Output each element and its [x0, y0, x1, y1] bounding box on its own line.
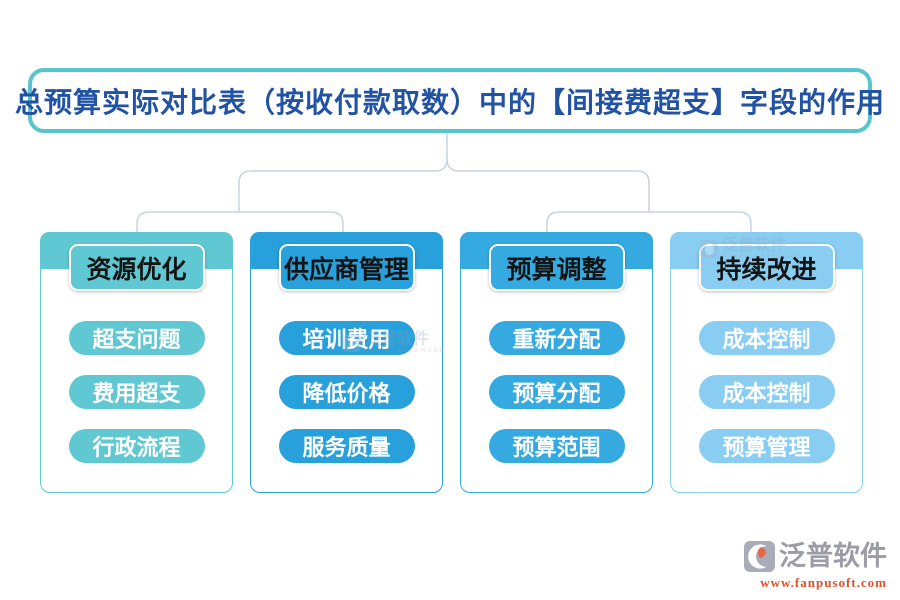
- fanpu-logo-icon: [744, 541, 775, 572]
- card-header-resource-optimization: 资源优化: [68, 244, 205, 291]
- card-header-budget-adjustment: 预算调整: [488, 244, 625, 291]
- card-item-list: 成本控制 成本控制 预算管理: [671, 321, 862, 463]
- item-pill: 服务质量: [278, 429, 415, 463]
- item-pill: 培训费用: [278, 321, 415, 355]
- footer-brand-block: 泛普软件 www.fanpusoft.com: [744, 541, 887, 591]
- item-pill: 预算管理: [698, 429, 835, 463]
- item-pill: 重新分配: [488, 321, 625, 355]
- category-card-supplier-management: 供应商管理 培训费用 降低价格 服务质量: [250, 232, 443, 493]
- footer-url: www.fanpusoft.com: [760, 575, 887, 590]
- item-pill: 成本控制: [698, 321, 835, 355]
- category-card-resource-optimization: 资源优化 超支问题 费用超支 行政流程: [40, 232, 233, 493]
- card-header-continuous-improvement: 持续改进: [698, 244, 835, 291]
- card-item-list: 重新分配 预算分配 预算范围: [461, 321, 652, 463]
- card-header-supplier-management: 供应商管理: [278, 244, 415, 291]
- item-pill: 预算范围: [488, 429, 625, 463]
- item-pill: 超支问题: [68, 321, 205, 355]
- item-pill: 降低价格: [278, 375, 415, 409]
- category-card-continuous-improvement: 持续改进 成本控制 成本控制 预算管理: [670, 232, 863, 493]
- item-pill: 预算分配: [488, 375, 625, 409]
- item-pill: 行政流程: [68, 429, 205, 463]
- card-item-list: 超支问题 费用超支 行政流程: [41, 321, 232, 463]
- footer-brand-name: 泛普软件: [779, 541, 887, 571]
- diagram-title: 总预算实际对比表（按收付款取数）中的【间接费超支】字段的作用: [15, 87, 886, 119]
- category-card-budget-adjustment: 预算调整 重新分配 预算分配 预算范围: [460, 232, 653, 493]
- card-item-list: 培训费用 降低价格 服务质量: [251, 321, 442, 463]
- diagram-title-box: 总预算实际对比表（按收付款取数）中的【间接费超支】字段的作用: [15, 68, 884, 133]
- item-pill: 成本控制: [698, 375, 835, 409]
- item-pill: 费用超支: [68, 375, 205, 409]
